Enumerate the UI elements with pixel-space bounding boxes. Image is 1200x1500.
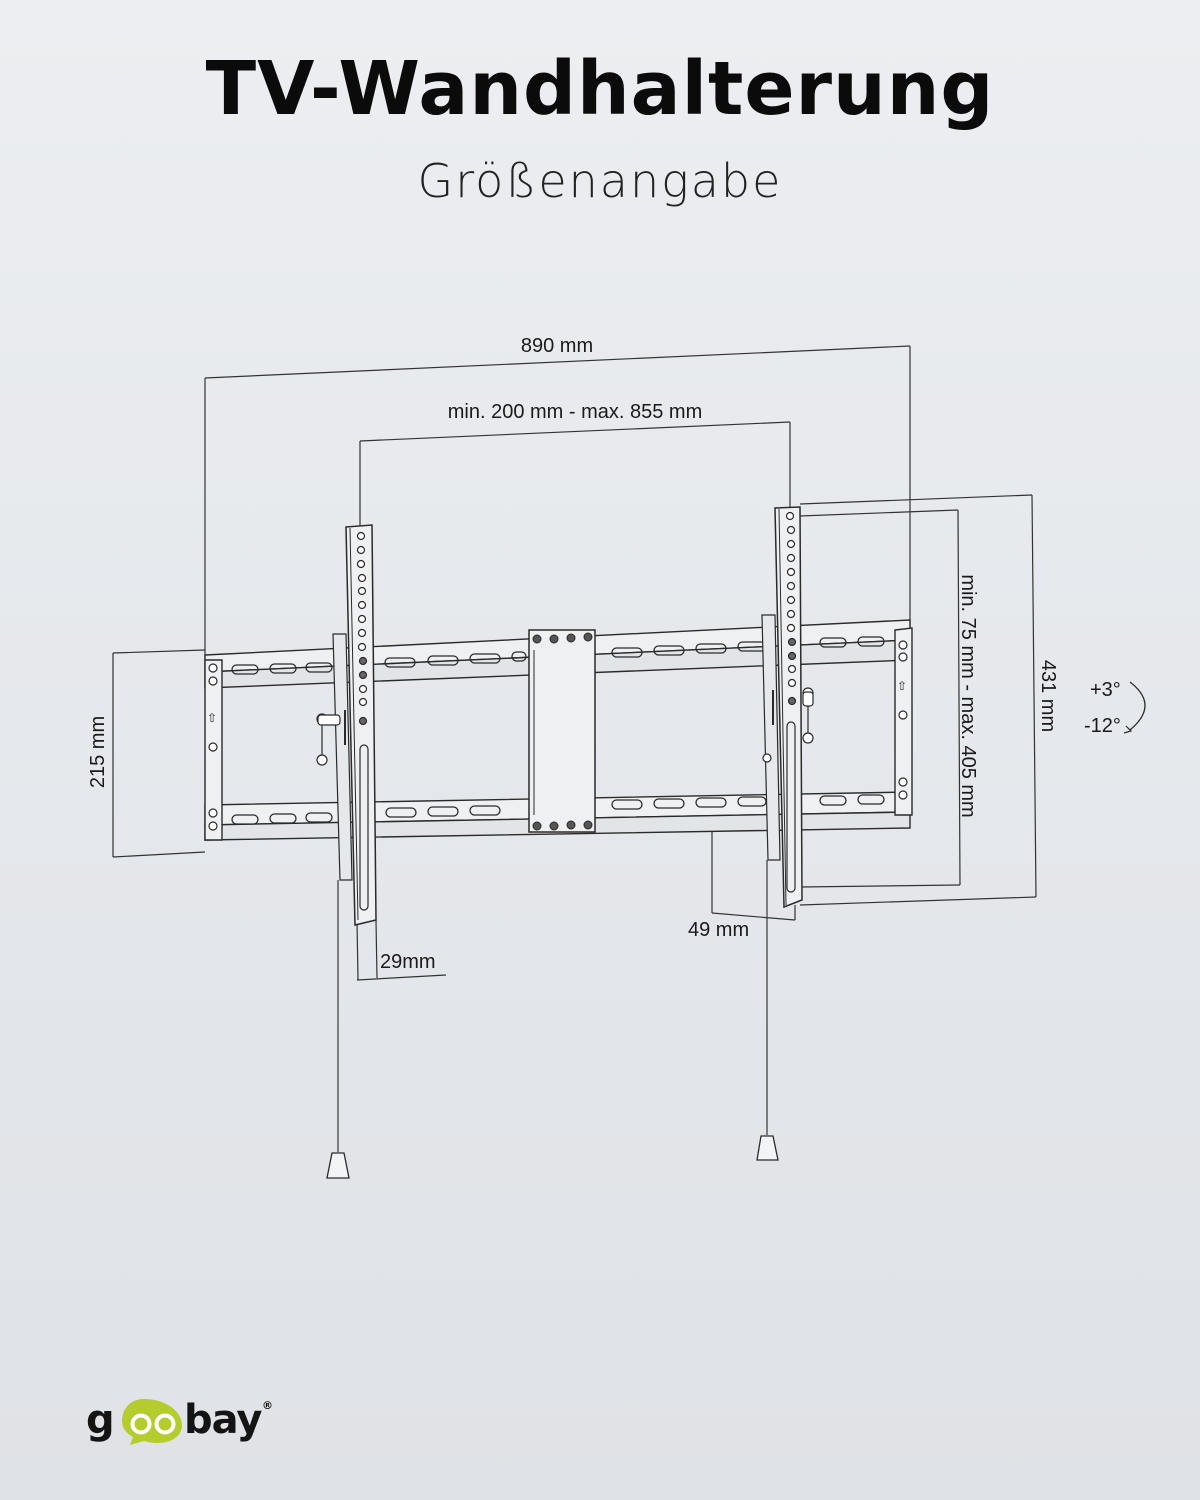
page-subtitle: Größenangabe: [417, 154, 783, 208]
label-vesa-horizontal: min. 200 mm - max. 855 mm: [448, 401, 703, 423]
up-arrow-icon: ⇧: [897, 679, 907, 693]
up-arrow-icon: ⇧: [207, 711, 217, 725]
tilt-arc-icon: [1129, 681, 1146, 731]
dimension-890: [204, 345, 911, 660]
dimension-29: [356, 919, 447, 981]
dimension-vesa-horizontal: [359, 421, 791, 530]
right-tv-arm: [756, 506, 814, 1161]
label-wall-plate-height: 215 mm: [87, 716, 109, 788]
left-tv-arm: [316, 524, 377, 1179]
registered-mark: ®: [262, 1399, 273, 1412]
dimension-215: [112, 649, 206, 858]
label-vesa-vertical: min. 75 mm - max. 405 mm: [957, 574, 979, 817]
dimension-vesa-vertical: [799, 509, 961, 888]
brand-logo: g bay ®: [86, 1395, 286, 1445]
label-tilt-down: -12°: [1084, 715, 1121, 737]
center-plate: [528, 629, 596, 833]
tilt-knob: [762, 687, 814, 763]
label-tilt-up: +3°: [1090, 679, 1121, 701]
logo-suffix: bay: [184, 1397, 262, 1443]
tilt-knob: [316, 710, 346, 766]
pull-cord-weight[interactable]: [326, 1152, 350, 1179]
label-arm-width: 29mm: [380, 951, 436, 973]
dimension-431: [799, 494, 1037, 906]
label-overall-width: 890 mm: [521, 335, 593, 357]
rail-slots: [231, 636, 885, 825]
page-title: TV-Wandhalterung: [205, 46, 995, 132]
logo-prefix: g: [86, 1397, 115, 1443]
dimension-49: [711, 826, 796, 921]
label-overall-height: 431 mm: [1037, 660, 1059, 732]
pull-cord-weight[interactable]: [756, 1135, 779, 1161]
label-wall-distance: 49 mm: [688, 919, 749, 941]
